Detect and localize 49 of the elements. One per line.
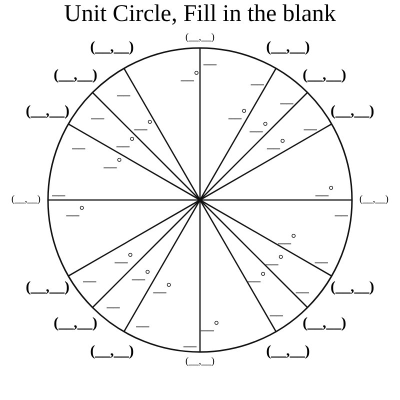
radian-blank: __ — [280, 91, 294, 104]
coordinate-blank: (__,__) — [302, 68, 346, 84]
coordinate-blank: (__,__) — [266, 40, 310, 56]
radian-blank: __ — [270, 304, 283, 317]
coordinate-blank: (__,__) — [90, 344, 134, 360]
coordinate-blank: (__,__) — [330, 104, 374, 120]
coordinate-blank: (__,__) — [185, 33, 215, 43]
coordinate-blank: (__,__) — [26, 104, 70, 120]
degree-blank: __° — [153, 280, 172, 294]
degree-blank: __° — [134, 117, 152, 130]
degree-blank: __° — [316, 184, 334, 196]
coordinate-blank: (__,__) — [185, 357, 215, 367]
coordinate-blank: (__,__) — [90, 40, 134, 56]
radian-blank: __ — [204, 52, 216, 66]
radian-blank: __ — [106, 296, 120, 309]
degree-blank: __° — [114, 250, 133, 264]
degree-blank: __° — [248, 270, 266, 283]
degree-blank: __° — [278, 231, 296, 244]
coordinate-blank: (__,__) — [26, 280, 70, 296]
coordinate-blank: (__,__) — [330, 280, 374, 296]
radian-blank: __ — [52, 184, 66, 196]
degree-blank: __° — [250, 119, 268, 132]
radian-blank: __ — [314, 250, 328, 264]
coordinate-blank: (__,__) — [11, 195, 41, 205]
coordinate-blank: (__,__) — [54, 68, 98, 84]
radian-blank: __ — [304, 117, 317, 130]
radian-blank: __ — [296, 280, 309, 294]
radian-blank: __ — [334, 204, 348, 216]
degree-blank: __° — [116, 134, 135, 148]
coordinate-blank: (__,__) — [266, 344, 310, 360]
coordinate-blank: (__,__) — [302, 316, 346, 332]
coordinate-blank: (__,__) — [359, 195, 389, 205]
radian-blank: __ — [91, 106, 104, 120]
radian-blank: __ — [136, 314, 150, 328]
degree-blank: __° — [132, 268, 150, 281]
radian-blank: __ — [250, 72, 264, 86]
degree-blank: __° — [228, 106, 247, 120]
coordinate-blank: (__,__) — [54, 316, 98, 332]
radian-blank: __ — [72, 136, 86, 150]
degree-blank: __° — [200, 318, 220, 332]
title: Unit Circle, Fill in the blank — [63, 0, 337, 28]
radian-blank: __ — [117, 83, 130, 96]
degree-blank: __° — [104, 156, 122, 169]
degree-blank: __° — [180, 68, 200, 82]
degree-blank: __° — [267, 136, 286, 150]
degree-blank: __° — [66, 204, 84, 216]
radian-blank: __ — [83, 270, 96, 283]
radian-blank: __ — [184, 334, 196, 348]
degree-blank: __° — [265, 252, 284, 266]
